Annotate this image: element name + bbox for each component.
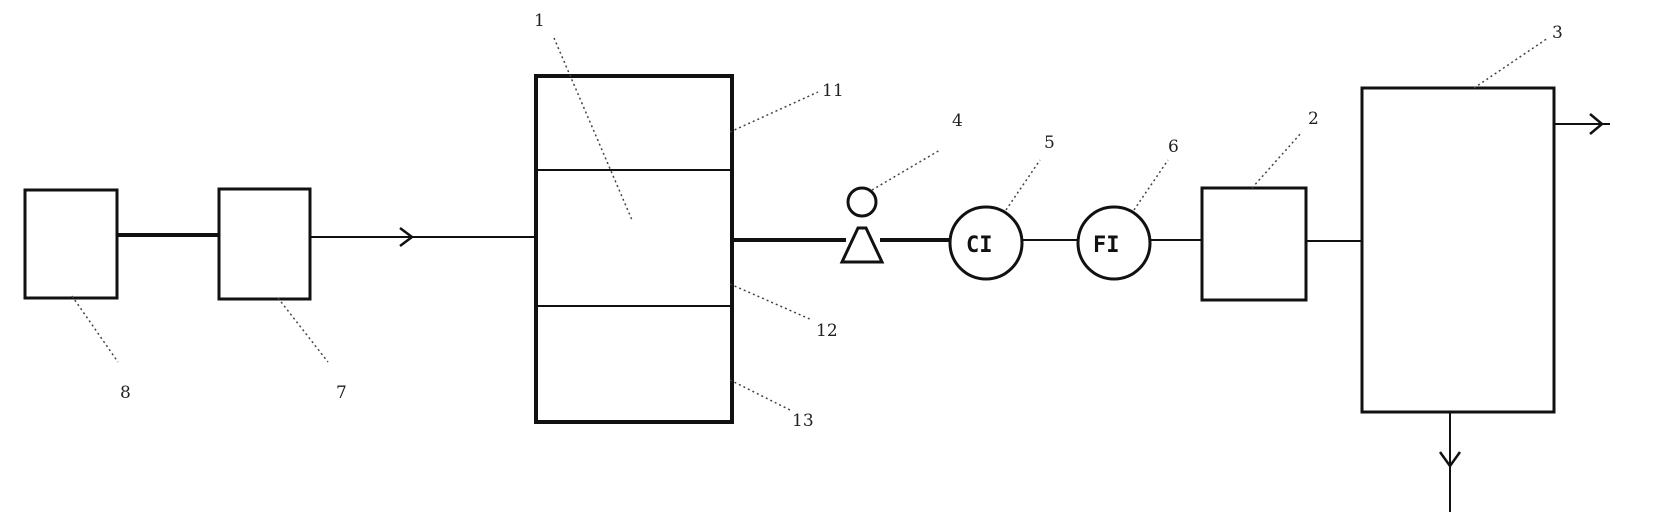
- instrument-5-leader: [1005, 159, 1041, 211]
- unit-3-leader: [1473, 37, 1549, 89]
- layer-13-label: 13: [792, 411, 814, 431]
- instrument-5-label: 5: [1044, 133, 1055, 153]
- ci-instrument: [948, 205, 1024, 281]
- unit-7-box: [217, 187, 312, 301]
- layer-11-label: 11: [822, 81, 844, 101]
- layer-11-leader: [729, 91, 819, 133]
- unit-2-leader: [1251, 131, 1303, 189]
- unit-8-leader: [71, 295, 119, 363]
- pump-4-label: 4: [952, 111, 963, 131]
- unit-2-box: [1200, 186, 1308, 302]
- flow-arrow-right-icon: [399, 227, 415, 247]
- pump-icon: [839, 186, 885, 264]
- layer-12-label: 12: [816, 321, 838, 341]
- unit-1-label: 1: [534, 11, 545, 31]
- layer-12-leader: [729, 283, 813, 321]
- unit-2-label: 2: [1308, 109, 1319, 129]
- unit-3-box: [1360, 86, 1556, 414]
- outlet-down-arrow-icon: [1438, 451, 1462, 469]
- instrument-6-label: 6: [1168, 137, 1179, 157]
- fi-instrument: [1076, 205, 1152, 281]
- pump-4-leader: [871, 149, 941, 191]
- unit-8-box: [23, 188, 119, 300]
- instrument-6-leader: [1133, 159, 1169, 211]
- unit-8-label: 8: [120, 383, 131, 403]
- unit-3-label: 3: [1552, 23, 1563, 43]
- unit-1-leader: [553, 37, 633, 221]
- ci-instrument-text: CI: [966, 233, 993, 258]
- unit-7-label: 7: [336, 383, 347, 403]
- outlet-right-arrow-icon: [1589, 113, 1604, 135]
- layer-13-leader: [729, 379, 791, 411]
- unit-7-leader: [277, 297, 329, 363]
- fi-instrument-text: FI: [1093, 233, 1120, 258]
- unit-1-vessel: [534, 74, 734, 424]
